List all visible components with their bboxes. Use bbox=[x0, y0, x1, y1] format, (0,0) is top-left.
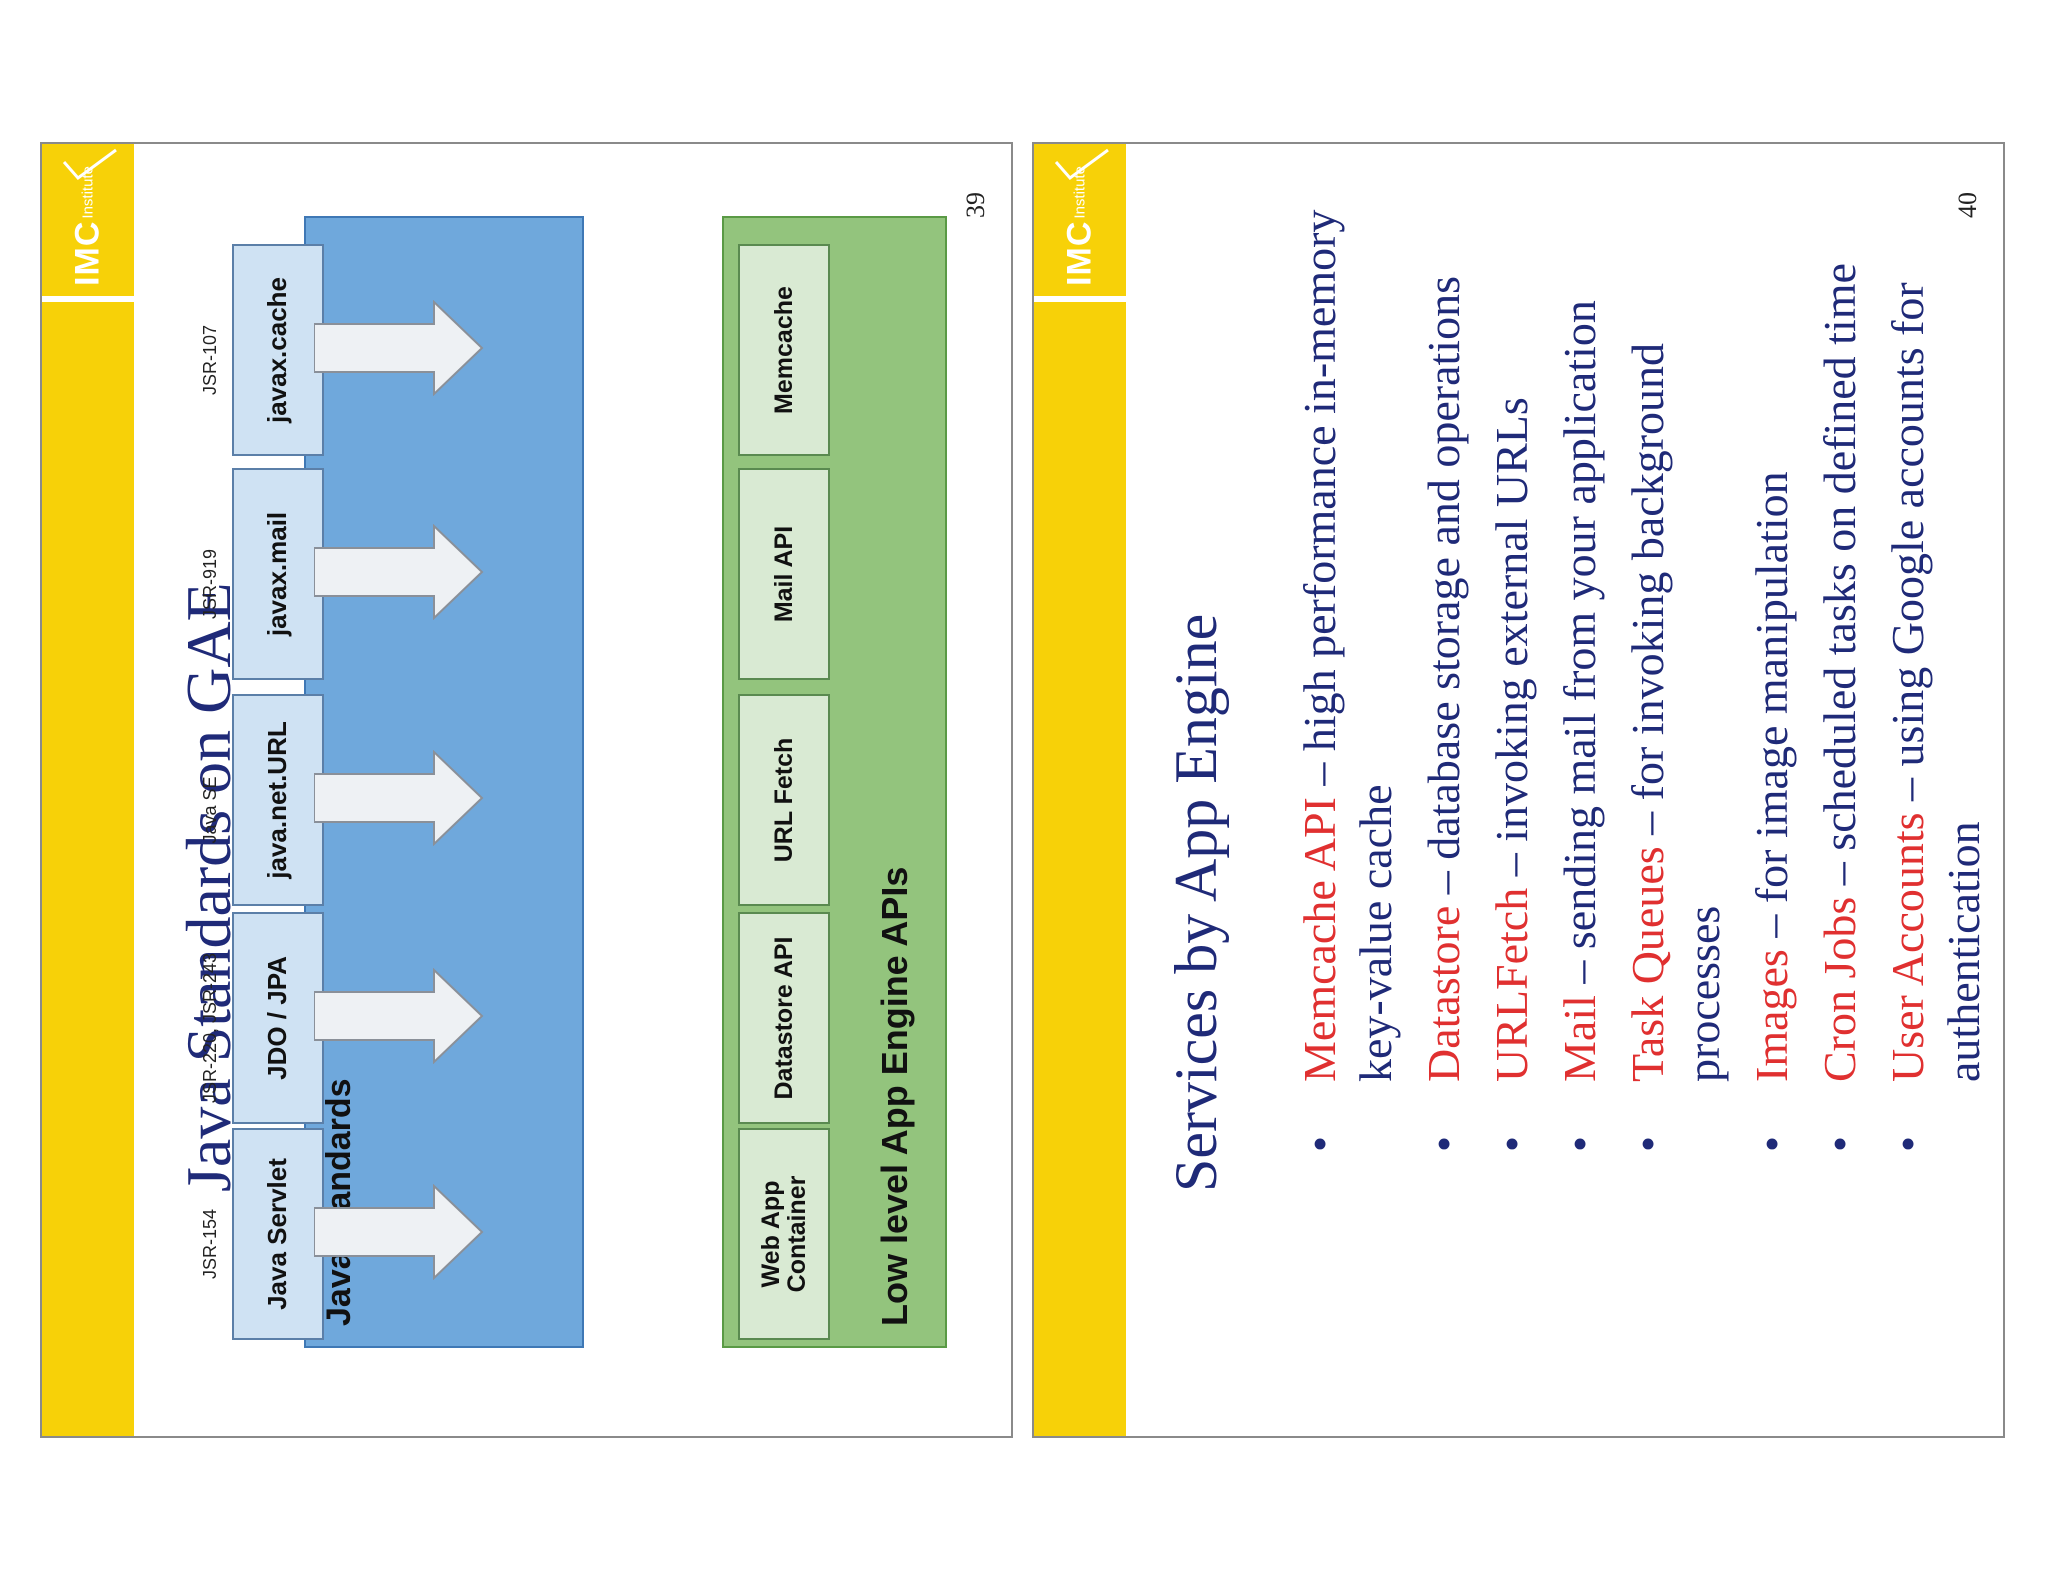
down-arrow-icon bbox=[314, 750, 484, 846]
api-box: Datastore API bbox=[738, 912, 830, 1124]
standard-box: JDO / JPA bbox=[232, 912, 324, 1124]
service-term: Datastore bbox=[1418, 905, 1469, 1082]
slide-39: IMCInstitute 39 Java Standards on GAE Ja… bbox=[40, 142, 1013, 1438]
down-arrow-icon bbox=[314, 1184, 484, 1280]
service-term: Task Queues bbox=[1622, 846, 1673, 1082]
list-item: User Accounts – using Google accounts fo… bbox=[1880, 192, 1992, 1152]
standard-box: javax.cache bbox=[232, 244, 324, 456]
slide-40: IMCInstitute 40 Services by App Engine M… bbox=[1032, 142, 2005, 1438]
imc-logo: IMCInstitute bbox=[42, 148, 134, 292]
slide-content: Services by App Engine Memcache API – hi… bbox=[1034, 144, 2003, 1436]
api-box: Memcache bbox=[738, 244, 830, 456]
app-engine-apis-label: Low level App Engine APIs bbox=[874, 866, 915, 1326]
service-term: User Accounts bbox=[1882, 812, 1933, 1082]
standard-box: java.net.URL bbox=[232, 694, 324, 906]
list-item: Memcache API – high performance in-memor… bbox=[1292, 192, 1404, 1152]
brand-band bbox=[42, 144, 134, 1436]
app-engine-apis-box: Web App Container Datastore API URL Fetc… bbox=[722, 216, 947, 1348]
list-item: Datastore – database storage and operati… bbox=[1416, 192, 1472, 1152]
down-arrow-icon bbox=[314, 524, 484, 620]
standard-box: javax.mail bbox=[232, 468, 324, 680]
service-desc: – scheduled tasks on defined time bbox=[1814, 263, 1865, 897]
jsr-label: JSR-919 bbox=[200, 548, 220, 620]
standard-box: Java Servlet bbox=[232, 1128, 324, 1340]
slide-content: Java Standards on GAE Java standards JSR… bbox=[42, 144, 1011, 1436]
down-arrow-icon bbox=[314, 968, 484, 1064]
api-box: Mail API bbox=[738, 468, 830, 680]
service-term: Images bbox=[1746, 949, 1797, 1082]
service-term: Mail bbox=[1554, 995, 1605, 1082]
api-box: Web App Container bbox=[738, 1128, 830, 1340]
service-term: Memcache API bbox=[1294, 797, 1345, 1082]
list-item: Task Queues – for invoking background pr… bbox=[1620, 192, 1732, 1152]
imc-logo: IMCInstitute bbox=[1034, 148, 1126, 292]
service-term: Cron Jobs bbox=[1814, 896, 1865, 1082]
service-desc: – for image manipulation bbox=[1746, 471, 1797, 950]
api-box: URL Fetch bbox=[738, 694, 830, 906]
slide-title: Services by App Engine bbox=[1163, 613, 1229, 1192]
jsr-label: Java SE bbox=[200, 776, 220, 844]
services-list: Memcache API – high performance in-memor… bbox=[1292, 192, 2003, 1152]
check-icon bbox=[62, 148, 117, 181]
service-desc: – database storage and operations bbox=[1418, 276, 1469, 906]
down-arrow-icon bbox=[314, 300, 484, 396]
list-item: Mail – sending mail from your applicatio… bbox=[1552, 192, 1608, 1152]
list-item: Images – for image manipulation bbox=[1744, 192, 1800, 1152]
service-desc: – invoking external URLs bbox=[1486, 397, 1537, 888]
jsr-label: JSR-107 bbox=[200, 324, 220, 396]
check-icon bbox=[1054, 148, 1109, 181]
service-term: URLFetch bbox=[1486, 887, 1537, 1082]
brand-band bbox=[1034, 144, 1126, 1436]
service-desc: – sending mail from your application bbox=[1554, 300, 1605, 996]
list-item: URLFetch – invoking external URLs bbox=[1484, 192, 1540, 1152]
jsr-label: JSR-220, JSR-243 bbox=[200, 952, 220, 1104]
jsr-label: JSR-154 bbox=[200, 1208, 220, 1280]
list-item: Cron Jobs – scheduled tasks on defined t… bbox=[1812, 192, 1868, 1152]
